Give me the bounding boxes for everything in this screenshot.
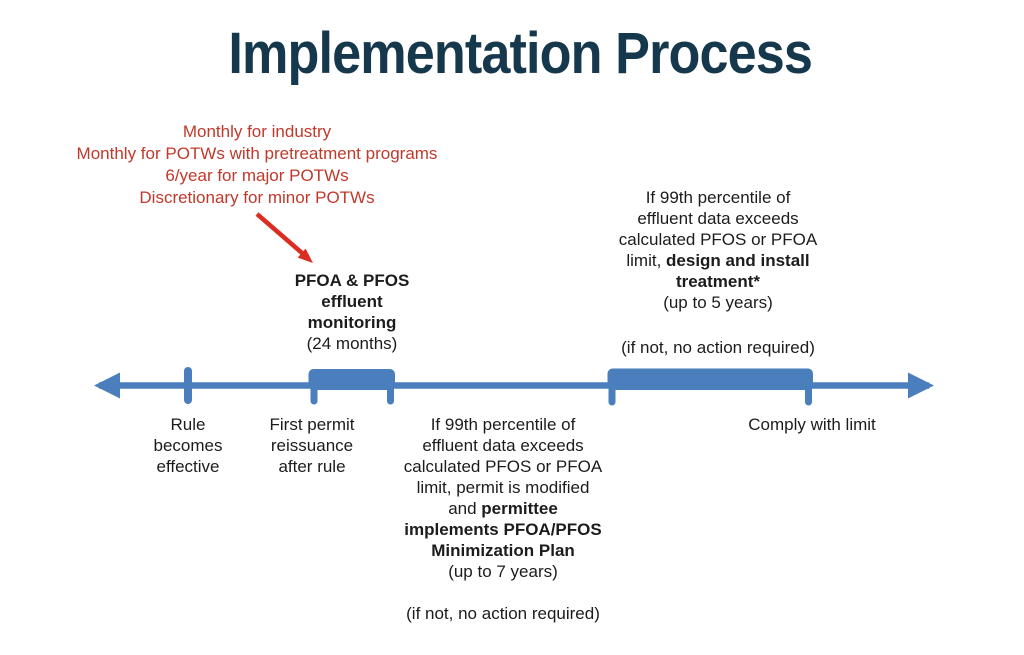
- first-permit-label: First permit reissuance after rule: [269, 415, 355, 476]
- page-title-text: Implementation Process: [228, 21, 812, 86]
- left-arrowhead-icon: [94, 372, 120, 399]
- treatment-ifnot-note: (if not, no action required): [621, 338, 815, 357]
- monitoring-label: PFOA & PFOS effluent monitoring (24 mont…: [294, 271, 410, 353]
- treatment-note: If 99th percentile of effluent data exce…: [618, 188, 818, 312]
- timeline-axis: [94, 367, 934, 406]
- red-callout-arrow-icon: [255, 212, 313, 263]
- right-arrowhead-icon: [908, 372, 934, 399]
- modification-note: If 99th percentile of effluent data exce…: [403, 415, 603, 581]
- monitoring-period-bar: [308, 369, 395, 390]
- rule-effective-label: Rule becomes effective: [153, 415, 223, 476]
- comply-label: Comply with limit: [748, 415, 876, 434]
- compliance-period-bar: [607, 368, 813, 390]
- page-title: Implementation Process: [0, 20, 1024, 87]
- modification-ifnot-note: (if not, no action required): [406, 604, 600, 623]
- monitoring-frequency-note: Monthly for industry Monthly for POTWs w…: [76, 122, 438, 207]
